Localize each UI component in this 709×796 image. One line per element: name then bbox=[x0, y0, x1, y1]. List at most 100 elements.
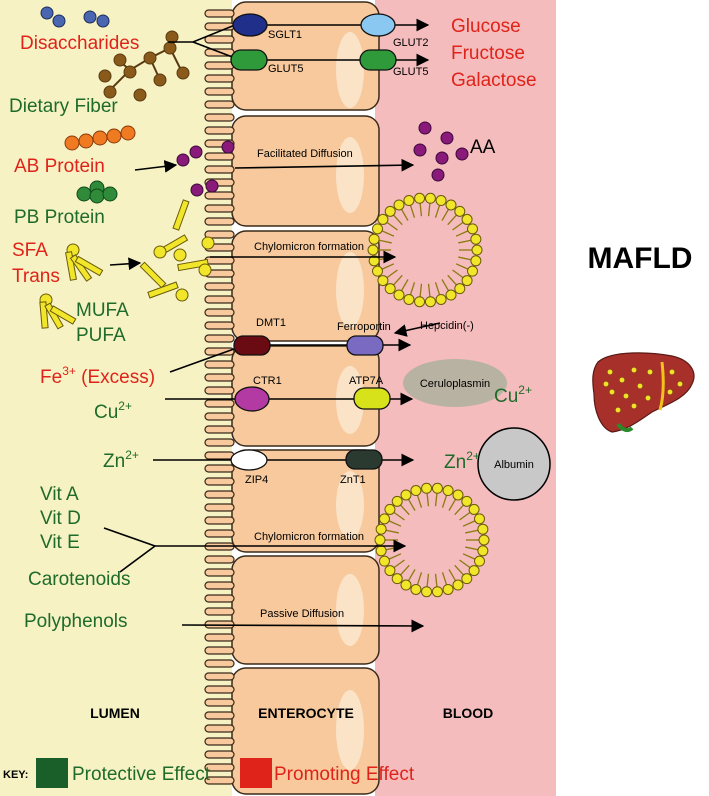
lipid-tail bbox=[419, 283, 423, 297]
nucleus bbox=[336, 32, 364, 108]
lipid-head bbox=[378, 513, 390, 525]
lipid-tail bbox=[454, 504, 464, 516]
lipid-head bbox=[384, 565, 396, 577]
galactose-label: Galactose bbox=[451, 70, 537, 91]
lipid-head bbox=[467, 265, 479, 277]
fat-droplet bbox=[669, 369, 675, 375]
lipid-tail bbox=[393, 214, 403, 226]
lipid-head bbox=[424, 296, 436, 308]
lipid-head bbox=[461, 213, 473, 225]
lipid-tail bbox=[427, 283, 431, 297]
nucleus bbox=[336, 366, 364, 434]
microvillus bbox=[204, 282, 235, 291]
lipid-tail bbox=[455, 230, 469, 237]
fat-droplet bbox=[619, 377, 625, 383]
nucleus bbox=[336, 252, 364, 328]
microvillus bbox=[204, 477, 235, 486]
cu-label: Cu2+ bbox=[94, 399, 132, 423]
lipid-tail bbox=[434, 573, 438, 587]
lipid-head bbox=[454, 283, 466, 295]
fat-droplet bbox=[645, 395, 651, 401]
lipid-tail bbox=[409, 205, 416, 218]
dmt1-transporter bbox=[233, 335, 271, 356]
lipid-head bbox=[400, 579, 412, 591]
ceruloplasmin-blob bbox=[403, 359, 507, 407]
fat-droplet bbox=[615, 407, 621, 413]
passive-diffusion-label: Passive Diffusion bbox=[260, 608, 344, 620]
fe-label: Fe3+ (Excess) bbox=[40, 364, 155, 388]
microvillus bbox=[204, 646, 235, 655]
lipid-tail bbox=[419, 203, 423, 217]
lipid-tail bbox=[465, 529, 479, 534]
fructose-label: Fructose bbox=[451, 43, 525, 64]
lipid-tail bbox=[441, 495, 448, 508]
glut5-transporter-basal bbox=[359, 49, 397, 71]
ab-protein-molecules bbox=[64, 125, 136, 151]
lipid-tail bbox=[393, 511, 405, 521]
lipid-tail bbox=[407, 498, 416, 511]
microvillus bbox=[204, 373, 235, 382]
microvillus bbox=[204, 191, 235, 200]
zip4-transporter bbox=[230, 449, 268, 471]
lipid-tail bbox=[447, 214, 457, 226]
glut2-label: GLUT2 bbox=[393, 37, 428, 49]
microvillus bbox=[204, 74, 235, 83]
lipid-tail bbox=[454, 564, 464, 576]
lipid-tail bbox=[381, 263, 395, 270]
microvillus bbox=[204, 87, 235, 96]
fat-droplet bbox=[631, 367, 637, 373]
microvillus bbox=[204, 152, 235, 161]
hepcidin-label: Hepcidin(-) bbox=[420, 320, 474, 332]
microvillus bbox=[204, 464, 235, 473]
ab-protein-label: AB Protein bbox=[14, 156, 105, 177]
fat-droplet bbox=[637, 383, 643, 389]
lipid-tail bbox=[409, 282, 416, 295]
lipid-head bbox=[368, 255, 380, 267]
microvillus bbox=[204, 61, 235, 70]
microvillus bbox=[204, 633, 235, 642]
lipid-head bbox=[468, 503, 480, 515]
microvillus bbox=[204, 399, 235, 408]
lipid-head bbox=[391, 573, 403, 585]
blood-label: BLOOD bbox=[443, 705, 494, 721]
microvillus bbox=[204, 711, 235, 720]
cu-superscript: 2+ bbox=[118, 399, 132, 413]
lipid-tail bbox=[455, 263, 469, 270]
microvillus bbox=[204, 568, 235, 577]
lipid-head bbox=[445, 199, 457, 211]
fe-superscript: 3+ bbox=[62, 364, 76, 378]
lipid-head bbox=[477, 545, 489, 557]
microvillus bbox=[204, 594, 235, 603]
microvillus bbox=[204, 321, 235, 330]
cell-nuclei bbox=[336, 32, 364, 770]
zn-superscript: 2+ bbox=[125, 448, 139, 462]
microvillus bbox=[204, 659, 235, 668]
lipid-tail bbox=[400, 279, 409, 292]
vit-a-label: Vit A bbox=[40, 484, 79, 505]
blood-zn-label: Zn2+ bbox=[444, 449, 480, 473]
mafld-title: MAFLD bbox=[588, 242, 693, 275]
lipid-tail bbox=[400, 504, 410, 516]
fat-droplet bbox=[667, 389, 673, 395]
microvillus bbox=[204, 204, 235, 213]
microvillus bbox=[204, 438, 235, 447]
microvillus bbox=[204, 360, 235, 369]
microvillus bbox=[204, 529, 235, 538]
microvillus bbox=[204, 425, 235, 434]
amino-acid-molecules bbox=[176, 121, 469, 197]
zip4-label: ZIP4 bbox=[245, 474, 268, 486]
glut2-transporter bbox=[360, 13, 396, 37]
lipid-head bbox=[414, 192, 426, 204]
lipid-tail bbox=[426, 493, 430, 507]
lipid-tail bbox=[434, 493, 438, 507]
fe-suffix: (Excess) bbox=[76, 367, 155, 388]
glut5-basal-label: GLUT5 bbox=[393, 66, 428, 78]
ctr1-label: CTR1 bbox=[253, 375, 282, 387]
atp7a-transporter bbox=[353, 387, 391, 410]
lipid-tail bbox=[448, 569, 457, 582]
microvillus bbox=[204, 607, 235, 616]
lipid-tail bbox=[441, 208, 450, 221]
ctr1-transporter bbox=[234, 386, 270, 412]
dietary-fiber-label: Dietary Fiber bbox=[9, 96, 118, 117]
